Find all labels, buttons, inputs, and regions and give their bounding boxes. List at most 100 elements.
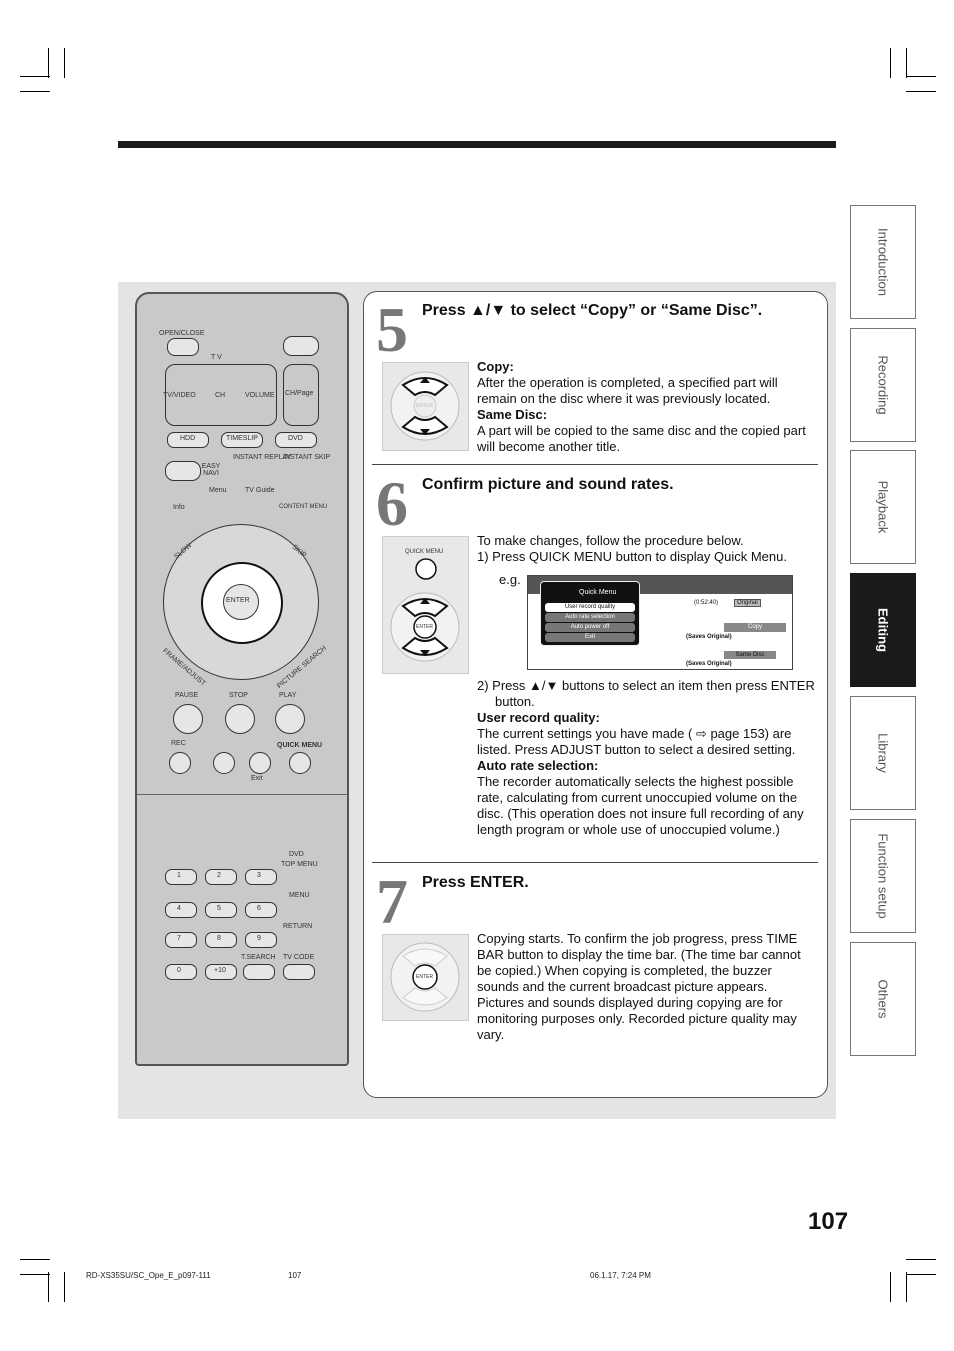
page-number: 107 xyxy=(808,1208,849,1235)
key-2: 2 xyxy=(205,869,237,885)
crop-mark xyxy=(20,91,50,92)
osd-saves-original: (Saves Original) xyxy=(686,634,732,640)
remote-label: T V xyxy=(211,354,222,361)
step5-text: Copy: After the operation is completed, … xyxy=(477,359,817,455)
eg-label: e.g. xyxy=(499,572,521,587)
quick-menu-buttons-illustration: QUICK MENU ENTER xyxy=(382,536,469,674)
tsearch-button xyxy=(243,964,275,980)
dvd-button: DVD xyxy=(275,432,317,448)
crop-mark xyxy=(20,76,50,77)
ch-page-frame xyxy=(283,364,319,426)
key-6: 6 xyxy=(245,902,277,918)
crop-mark xyxy=(890,1272,891,1302)
footer-code: RD-XS35SU/SC_Ope_E_p097-111 xyxy=(86,1271,211,1280)
remote-label: EASY NAVI xyxy=(201,463,221,477)
ars-label: Auto rate selection: xyxy=(477,758,599,773)
tv-controls-frame xyxy=(165,364,277,426)
thumb-label: ENTER xyxy=(416,403,433,409)
footer-page: 107 xyxy=(288,1271,302,1280)
remote-label: INSTANT SKIP xyxy=(283,454,331,461)
remote-label: PAUSE xyxy=(175,692,199,699)
step6-item2: 2) Press ▲/▼ buttons to select an item t… xyxy=(477,678,815,709)
tab-others[interactable]: Others xyxy=(850,942,916,1056)
tab-function-setup[interactable]: Function setup xyxy=(850,819,916,933)
star-button xyxy=(213,752,235,774)
remote-label: Menu xyxy=(209,487,227,494)
key-5: 5 xyxy=(205,902,237,918)
tab-introduction[interactable]: Introduction xyxy=(850,205,916,319)
step-heading: Press ENTER. xyxy=(422,874,529,891)
step-divider xyxy=(372,862,818,863)
thumb-label: ENTER xyxy=(416,624,433,630)
thumb-label: ENTER xyxy=(416,974,433,980)
same-disc-text: A part will be copied to the same disc a… xyxy=(477,423,806,454)
crop-mark xyxy=(906,1272,907,1302)
quick-menu-title: Quick Menu xyxy=(579,589,617,596)
remote-label: TOP MENU xyxy=(281,861,318,868)
tab-label: Playback xyxy=(875,480,891,534)
step-number: 6 xyxy=(376,468,408,539)
urq-label: User record quality: xyxy=(477,710,600,725)
key-1: 1 xyxy=(165,869,197,885)
crop-mark xyxy=(64,48,65,78)
crop-mark xyxy=(890,48,891,78)
remote-control-illustration: OPEN/CLOSE T V TV/VIDEO CH VOLUME CH/Pag… xyxy=(135,292,349,1066)
copy-label: Copy: xyxy=(477,359,514,374)
header-rule xyxy=(118,141,836,148)
tab-label: Recording xyxy=(875,355,891,415)
step6-intro-text: To make changes, follow the procedure be… xyxy=(477,533,744,548)
jog-ring xyxy=(163,524,319,680)
exit-button xyxy=(249,752,271,774)
enter-button-illustration: ENTER xyxy=(382,934,469,1021)
power-button xyxy=(283,336,319,356)
play-button xyxy=(275,704,305,734)
crop-mark xyxy=(48,48,49,78)
key-9: 9 xyxy=(245,932,277,948)
tab-recording[interactable]: Recording xyxy=(850,328,916,442)
step6-intro: To make changes, follow the procedure be… xyxy=(477,533,817,565)
key-7: 7 xyxy=(165,932,197,948)
pause-button xyxy=(173,704,203,734)
urq-text: The current settings you have made ( ⇨ p… xyxy=(477,726,796,757)
remote-label: OPEN/CLOSE xyxy=(159,330,205,337)
quick-menu-item: Auto power off xyxy=(545,623,635,632)
remote-label: CH xyxy=(215,392,226,399)
quick-menu-screen: Quick Menu User record quality Auto rate… xyxy=(527,575,793,670)
key-plus10: +10 xyxy=(205,964,237,980)
remote-label: Exit xyxy=(251,775,263,782)
stop-button xyxy=(225,704,255,734)
osd-original-badge: Original xyxy=(734,599,761,607)
rec-button xyxy=(169,752,191,774)
remote-label: DVD xyxy=(289,851,304,858)
remote-label: TV/VIDEO xyxy=(163,392,196,399)
tv-code-button xyxy=(283,964,315,980)
step-number: 7 xyxy=(376,866,408,937)
step-divider xyxy=(372,464,818,465)
tab-label: Function setup xyxy=(875,833,891,919)
crop-mark xyxy=(20,1274,50,1275)
cursor-buttons-illustration: ENTER xyxy=(382,362,469,451)
crop-mark xyxy=(906,76,936,77)
remote-label: MENU xyxy=(289,892,310,899)
step7-text: Copying starts. To confirm the job progr… xyxy=(477,931,801,1042)
osd-time: (0:52:40) xyxy=(694,600,719,606)
enter-button: ENTER xyxy=(223,584,259,620)
quick-menu-item: User record quality xyxy=(545,603,635,612)
tab-playback[interactable]: Playback xyxy=(850,450,916,564)
key-4: 4 xyxy=(165,902,197,918)
tab-label: Editing xyxy=(875,607,891,653)
key-0: 0 xyxy=(165,964,197,980)
same-disc-label: Same Disc: xyxy=(477,407,548,422)
tab-label: Library xyxy=(875,733,891,773)
tab-label: Others xyxy=(875,979,891,1019)
remote-divider xyxy=(137,794,347,795)
tab-library[interactable]: Library xyxy=(850,696,916,810)
step6-details: 2) Press ▲/▼ buttons to select an item t… xyxy=(477,678,817,838)
tab-label: Introduction xyxy=(875,228,891,296)
remote-label: CH/Page xyxy=(285,390,314,397)
crop-mark xyxy=(906,1259,936,1260)
crop-mark xyxy=(906,1274,936,1275)
tab-editing[interactable]: Editing xyxy=(850,573,916,687)
remote-label: PLAY xyxy=(279,692,297,699)
remote-label: REC xyxy=(171,740,186,747)
